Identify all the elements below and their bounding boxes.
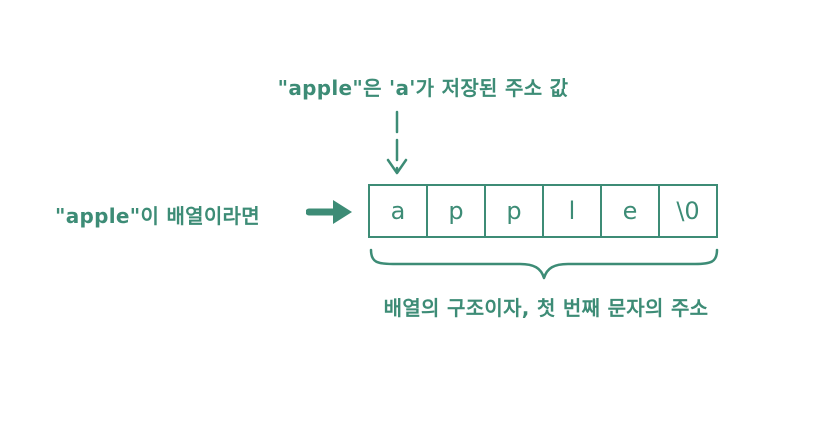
left-caption: "apple"이 배열이라면 <box>55 204 260 228</box>
char-array: a p p l e \0 <box>368 184 718 238</box>
array-cell: p <box>426 184 486 238</box>
array-cell: l <box>542 184 602 238</box>
right-arrow-icon <box>306 200 352 224</box>
array-cell: \0 <box>658 184 718 238</box>
array-cell: p <box>484 184 544 238</box>
bottom-caption: 배열의 구조이자, 첫 번째 문자의 주소 <box>383 296 709 320</box>
top-caption: "apple"은 'a'가 저장된 주소 값 <box>277 76 569 100</box>
array-cell: a <box>368 184 428 238</box>
down-arrow-icon <box>386 110 408 175</box>
array-cell: e <box>600 184 660 238</box>
underbrace-icon <box>369 248 719 280</box>
